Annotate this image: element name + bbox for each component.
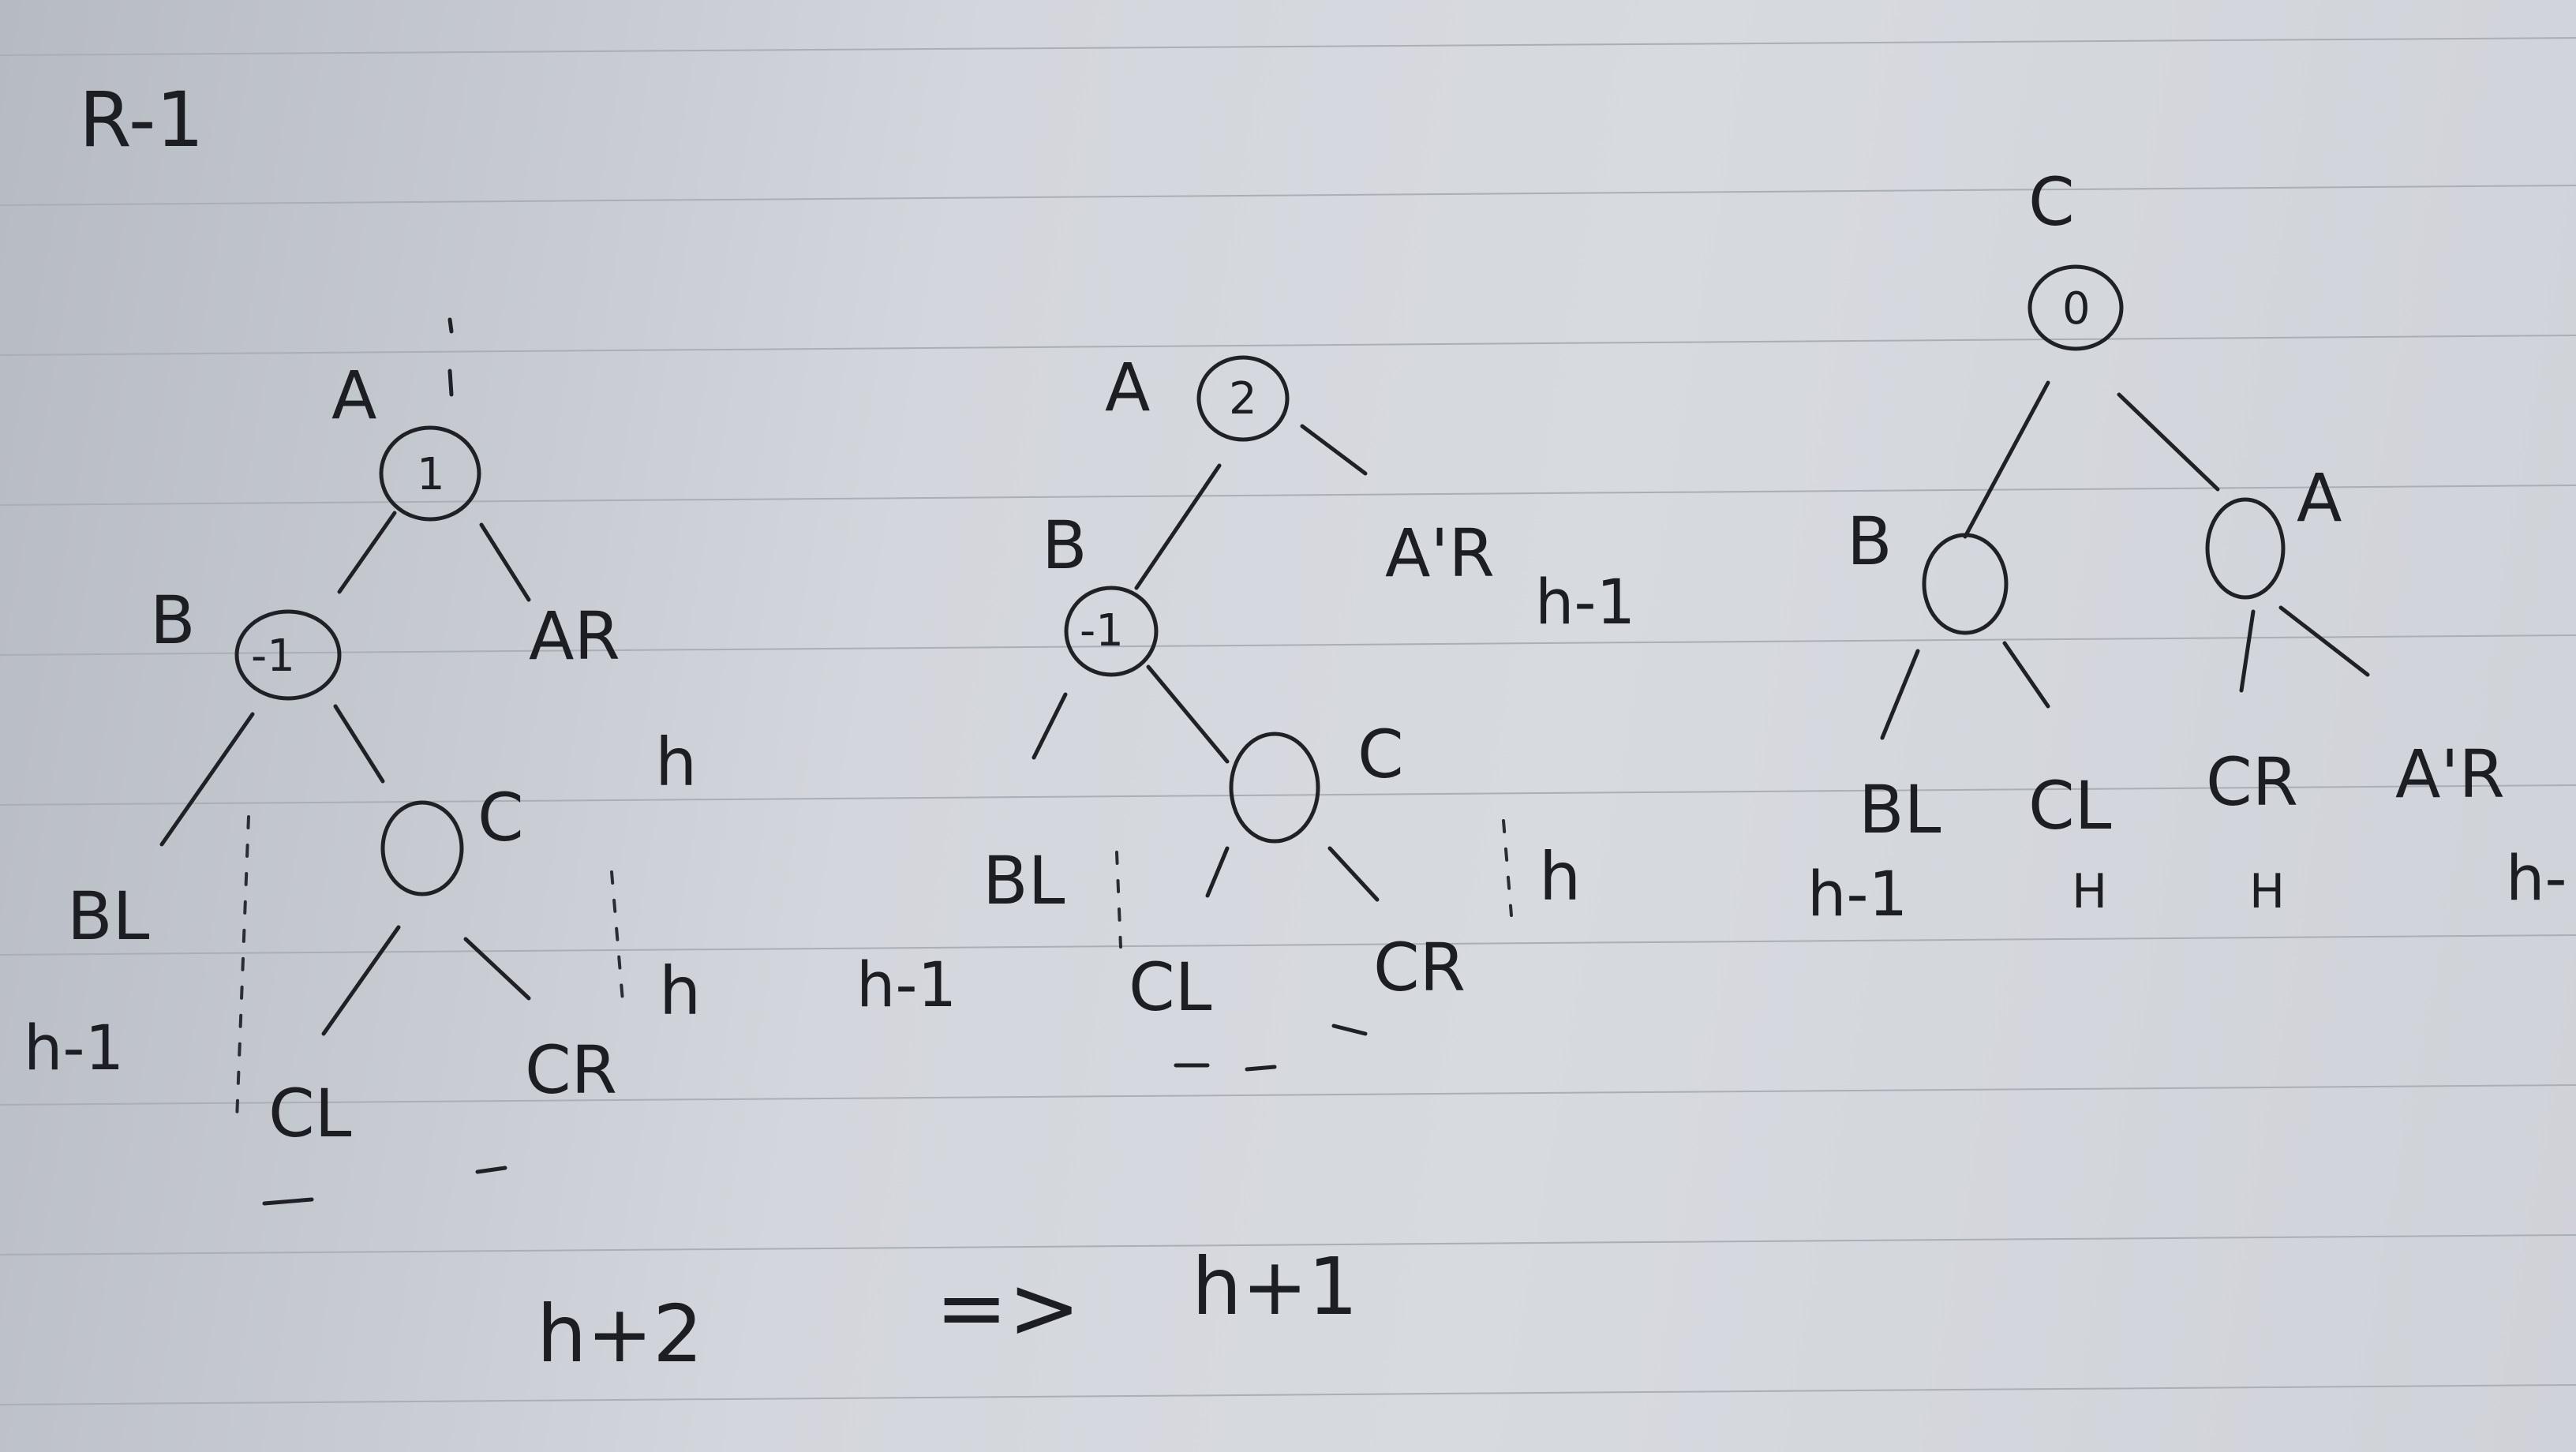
ruled-lines xyxy=(0,37,2576,1405)
node-label-c: C xyxy=(2028,163,2075,241)
leaf-height-cr: h xyxy=(1539,838,1581,915)
node-circle-b xyxy=(1064,586,1159,677)
node-label-c: C xyxy=(1357,716,1404,793)
leaf-height-ar: h-1 xyxy=(1535,567,1635,638)
node-value-b: -1 xyxy=(251,631,295,682)
edge-a-b xyxy=(337,511,397,594)
footer-equation: h+2 => h+1 xyxy=(537,1241,1358,1380)
page-label: R-1 xyxy=(79,76,204,164)
leaf-height-cl: H xyxy=(2072,864,2107,919)
footer-arrow: => xyxy=(935,1257,1080,1358)
node-circle-b xyxy=(1922,533,2009,635)
node-value-a: 1 xyxy=(417,449,445,500)
edge-a-ar xyxy=(1300,424,1368,476)
node-circle-c xyxy=(1229,732,1320,844)
leaf-label-cl: CL xyxy=(1129,949,1212,1026)
leaf-label-cl: CL xyxy=(2028,767,2112,844)
node-circle-c xyxy=(380,800,464,896)
node-circle-b xyxy=(234,609,342,701)
node-circle-a xyxy=(379,425,481,522)
leaf-height-bl: h-1 xyxy=(1807,859,1908,930)
edge-c-cl xyxy=(1205,846,1230,898)
edge-c-b xyxy=(1963,380,2050,539)
node-value-b: -1 xyxy=(1080,605,1124,657)
leaf-height-ar: h- xyxy=(2506,844,2567,915)
node-label-b: B xyxy=(1847,503,1893,580)
node-label-c: C xyxy=(477,779,524,856)
leaf-height-cr: H xyxy=(2249,864,2285,919)
node-value-a: 2 xyxy=(1229,373,1257,425)
leaf-label-ar: A'R xyxy=(2395,735,2505,813)
leaf-height-bl: h-1 xyxy=(24,1013,124,1084)
edge-c-cl xyxy=(321,925,401,1036)
leaf-height-cr: h xyxy=(659,952,701,1030)
leaf-label-ar: A'R xyxy=(1385,515,1495,592)
edge-b-c xyxy=(333,704,385,784)
leaf-label-bl: BL xyxy=(983,842,1065,919)
edge-b-bl xyxy=(1880,649,1920,740)
node-label-a: A xyxy=(331,357,376,434)
edge-a-cr xyxy=(2239,609,2256,693)
edge-c-cr xyxy=(463,937,531,1001)
leaf-height-ar: h xyxy=(655,724,697,801)
node-label-a: A xyxy=(2297,459,2342,537)
footer-right: h+1 xyxy=(1192,1241,1358,1333)
leaf-label-bl: BL xyxy=(67,878,150,955)
leaf-label-cr: CR xyxy=(525,1031,617,1109)
node-circle-a xyxy=(1196,355,1290,442)
edge-b-c xyxy=(1146,664,1230,764)
leaf-label-cr: CR xyxy=(2206,743,2298,821)
diagram-after-insert: A 2 A'R h-1 B -1 BL h-1 C CL CR h xyxy=(856,349,1635,1072)
edge-a-ar xyxy=(479,522,531,602)
leaf-label-cr: CR xyxy=(1373,929,1466,1006)
diagram-after-rotation: C 0 B A BL h-1 CL H CR H A'R h- xyxy=(1807,163,2567,930)
node-circle-c xyxy=(2027,264,2124,351)
edge-b-bl xyxy=(159,712,255,847)
edge-c-cr xyxy=(1327,846,1380,902)
node-label-a: A xyxy=(1105,349,1150,426)
leaf-label-ar: AR xyxy=(529,597,620,675)
node-value-c: 0 xyxy=(2062,283,2091,335)
edge-a-b xyxy=(1134,463,1222,590)
leaf-height-bl: h-1 xyxy=(856,950,957,1021)
node-label-b: B xyxy=(1042,507,1088,584)
edge-b-bl xyxy=(1032,692,1068,760)
diagram-before: A 1 B -1 AR h BL h-1 C CL CR h xyxy=(24,317,701,1206)
leaf-label-bl: BL xyxy=(1859,771,1941,848)
node-label-b: B xyxy=(150,582,196,659)
node-circle-a xyxy=(2205,497,2286,600)
edge-c-a xyxy=(2117,392,2220,492)
footer-left: h+2 xyxy=(537,1288,703,1380)
edge-b-cl xyxy=(2002,641,2050,709)
edge-a-ar xyxy=(2278,605,2370,677)
leaf-label-cl: CL xyxy=(268,1075,352,1152)
